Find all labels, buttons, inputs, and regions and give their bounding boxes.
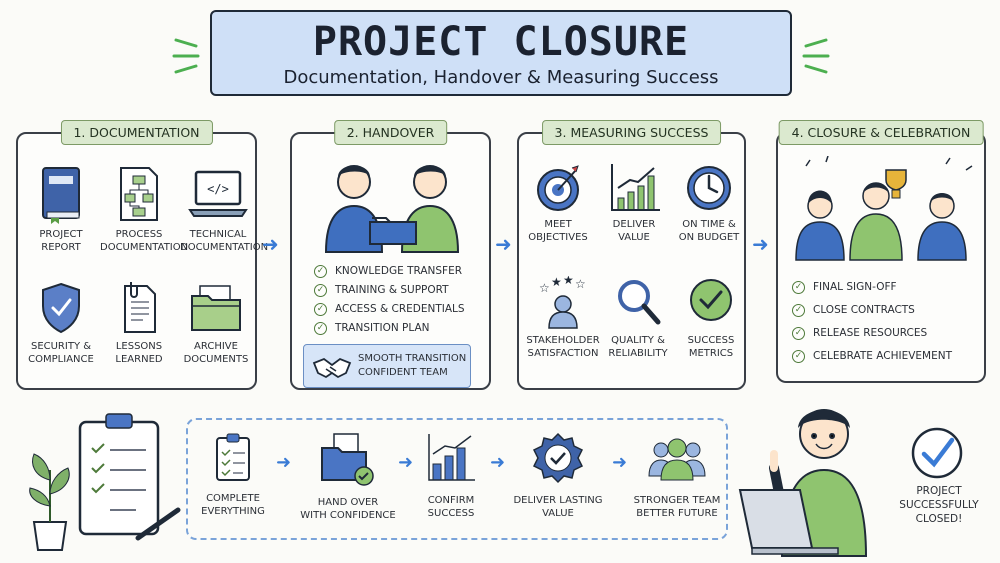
arrow-icon: ➜ (262, 232, 279, 256)
check-circle-icon (690, 279, 732, 321)
list-item: ✓TRAINING & SUPPORT (314, 283, 465, 297)
folder-archive-icon (191, 285, 241, 331)
list-item: ✓CLOSE CONTRACTS (792, 303, 952, 317)
arrow-icon: ➜ (612, 452, 628, 473)
doc-item-process-documentation: PROCESS DOCUMENTATION (100, 164, 188, 254)
svg-text:</>: </> (207, 182, 229, 196)
metric-deliver-value: DELIVER VALUE (599, 162, 669, 244)
magnifier-icon (618, 280, 661, 325)
check-icon: ✓ (314, 264, 327, 278)
doc-item-project-report: PROJECT REPORT (26, 164, 96, 254)
sparkle-left-icon (172, 38, 200, 74)
closure-checklist: ✓FINAL SIGN-OFF ✓CLOSE CONTRACTS ✓RELEAS… (792, 280, 952, 372)
team-icon (648, 438, 706, 481)
handover-checklist: ✓KNOWLEDGE TRANSFER ✓TRAINING & SUPPORT … (314, 264, 465, 340)
list-item: ✓RELEASE RESOURCES (792, 326, 952, 340)
svg-text:☆: ☆ (575, 277, 586, 291)
page-subtitle: Documentation, Handover & Measuring Succ… (283, 67, 719, 88)
badge-check-icon (532, 432, 584, 484)
sparkle-right-icon (802, 38, 830, 74)
growth-chart-icon (611, 164, 660, 211)
project-closed-label: PROJECT SUCCESSFULLY CLOSED! (899, 485, 979, 525)
list-item: ✓FINAL SIGN-OFF (792, 280, 952, 294)
list-item: ✓ACCESS & CREDENTIALS (314, 302, 465, 316)
arrow-icon: ➜ (398, 452, 414, 473)
target-icon (537, 165, 579, 211)
arrow-icon: ➜ (490, 452, 506, 473)
clock-icon (687, 166, 731, 210)
panel-documentation: 1. DOCUMENTATION PROJECT REPORT PROCESS … (16, 120, 268, 390)
final-check-icon (911, 427, 963, 479)
panel-tag-measuring-success: 3. MEASURING SUCCESS (541, 120, 722, 145)
arrow-icon: ➜ (276, 452, 292, 473)
clipboard-icon (216, 433, 250, 481)
page-title: PROJECT CLOSURE (312, 19, 690, 65)
celebration-team-icon (795, 156, 973, 261)
panel-tag-documentation: 1. DOCUMENTATION (60, 120, 213, 145)
person-laptop-illustration (738, 409, 868, 557)
check-icon: ✓ (792, 326, 805, 340)
shield-icon (42, 282, 80, 334)
panel-tag-handover: 2. HANDOVER (333, 120, 448, 145)
check-icon: ✓ (792, 349, 805, 363)
doc-item-archive-documents: ARCHIVE DOCUMENTS (178, 280, 254, 366)
metric-stakeholder-satisfaction: ☆ ★ ★ ☆ STAKEHOLDER SATISFACTION (523, 276, 603, 360)
stakeholder-stars-icon: ☆ ★ ★ ☆ (539, 276, 586, 329)
report-book-icon (42, 167, 80, 224)
list-item: ✓CELEBRATE ACHIEVEMENT (792, 349, 952, 363)
document-clip-icon (124, 282, 156, 333)
doc-item-technical-documentation: </> TECHNICAL DOCUMENTATION (180, 164, 268, 254)
check-icon: ✓ (792, 303, 805, 317)
smooth-transition-callout: SMOOTH TRANSITION CONFIDENT TEAM (303, 344, 471, 388)
arrow-icon: ➜ (752, 232, 769, 256)
panel-measuring-success: 3. MEASURING SUCCESS MEET OBJECTIVES DEL… (517, 120, 746, 390)
check-icon: ✓ (792, 280, 805, 294)
title-banner: PROJECT CLOSURE Documentation, Handover … (210, 10, 792, 96)
panel-tag-closure-celebration: 4. CLOSURE & CELEBRATION (778, 120, 984, 145)
laptop-code-icon: </> (188, 170, 248, 217)
panel-closure-celebration: 4. CLOSURE & CELEBRATION ✓FINAL SIGN-OFF… (776, 120, 986, 383)
bar-chart-icon (428, 434, 475, 481)
doc-item-lessons-learned: LESSONS LEARNED (104, 280, 174, 366)
list-item: ✓KNOWLEDGE TRANSFER (314, 264, 465, 278)
check-icon: ✓ (314, 283, 327, 297)
arrow-icon: ➜ (495, 232, 512, 256)
folder-check-icon (321, 433, 374, 486)
check-icon: ✓ (314, 302, 327, 316)
svg-text:★: ★ (563, 276, 574, 287)
svg-text:★: ★ (551, 276, 562, 289)
flowchart-icon (120, 167, 158, 221)
metric-success-metrics: SUCCESS METRICS (679, 276, 743, 360)
metric-meet-objectives: MEET OBJECTIVES (525, 162, 591, 244)
list-item: ✓TRANSITION PLAN (314, 321, 465, 335)
doc-item-security-compliance: SECURITY & COMPLIANCE (24, 280, 98, 366)
metric-quality-reliability: QUALITY & RELIABILITY (605, 276, 671, 360)
metric-on-time-budget: ON TIME & ON BUDGET (675, 162, 743, 244)
plant-clipboard-illustration (29, 413, 181, 551)
handover-people-icon (324, 165, 460, 253)
handshake-icon (312, 357, 352, 379)
svg-text:☆: ☆ (539, 281, 550, 295)
check-icon: ✓ (314, 321, 327, 335)
